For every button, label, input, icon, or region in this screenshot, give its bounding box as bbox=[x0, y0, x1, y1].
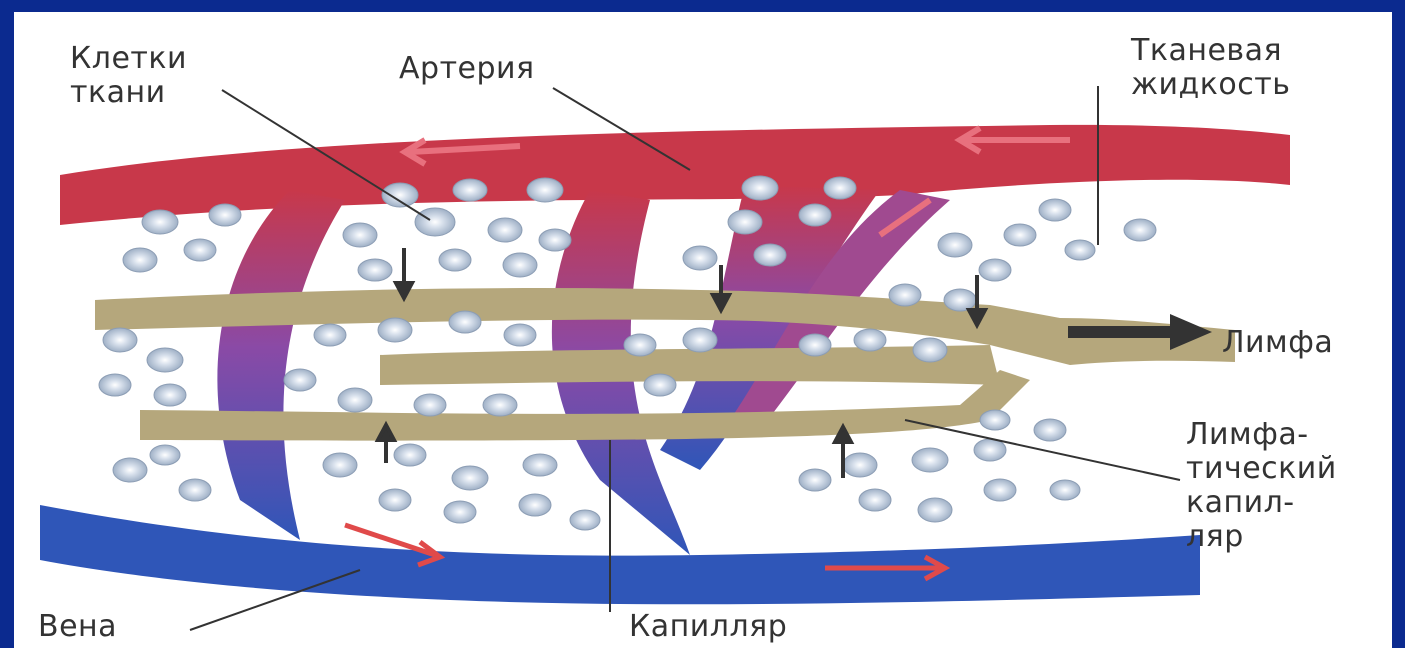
label-lymph-capillary-line2: тический bbox=[1186, 452, 1337, 486]
diagram-panel: Клетки ткани Артерия Тканевая жидкость Л… bbox=[14, 12, 1392, 648]
label-vein: Вена bbox=[38, 610, 117, 644]
vein-vessel bbox=[40, 505, 1200, 604]
label-lymph-capillary-line1: Лимфа- bbox=[1186, 418, 1309, 452]
capillary-loop-left bbox=[217, 190, 345, 540]
label-tissue-cells-line1: Клетки bbox=[70, 42, 187, 76]
label-capillary: Капилляр bbox=[629, 610, 787, 644]
lymph-capillary-middle bbox=[380, 345, 1000, 385]
label-lymph-capillary-line3: капил- bbox=[1186, 486, 1295, 520]
label-lymph: Лимфа bbox=[1222, 326, 1333, 360]
artery-vessel bbox=[60, 125, 1290, 225]
label-tissue-fluid-line2: жидкость bbox=[1131, 68, 1290, 102]
label-tissue-fluid-line1: Тканевая bbox=[1131, 34, 1282, 68]
label-tissue-cells-line2: ткани bbox=[70, 76, 166, 110]
label-artery: Артерия bbox=[399, 52, 535, 86]
label-lymph-capillary-line4: ляр bbox=[1186, 520, 1244, 554]
